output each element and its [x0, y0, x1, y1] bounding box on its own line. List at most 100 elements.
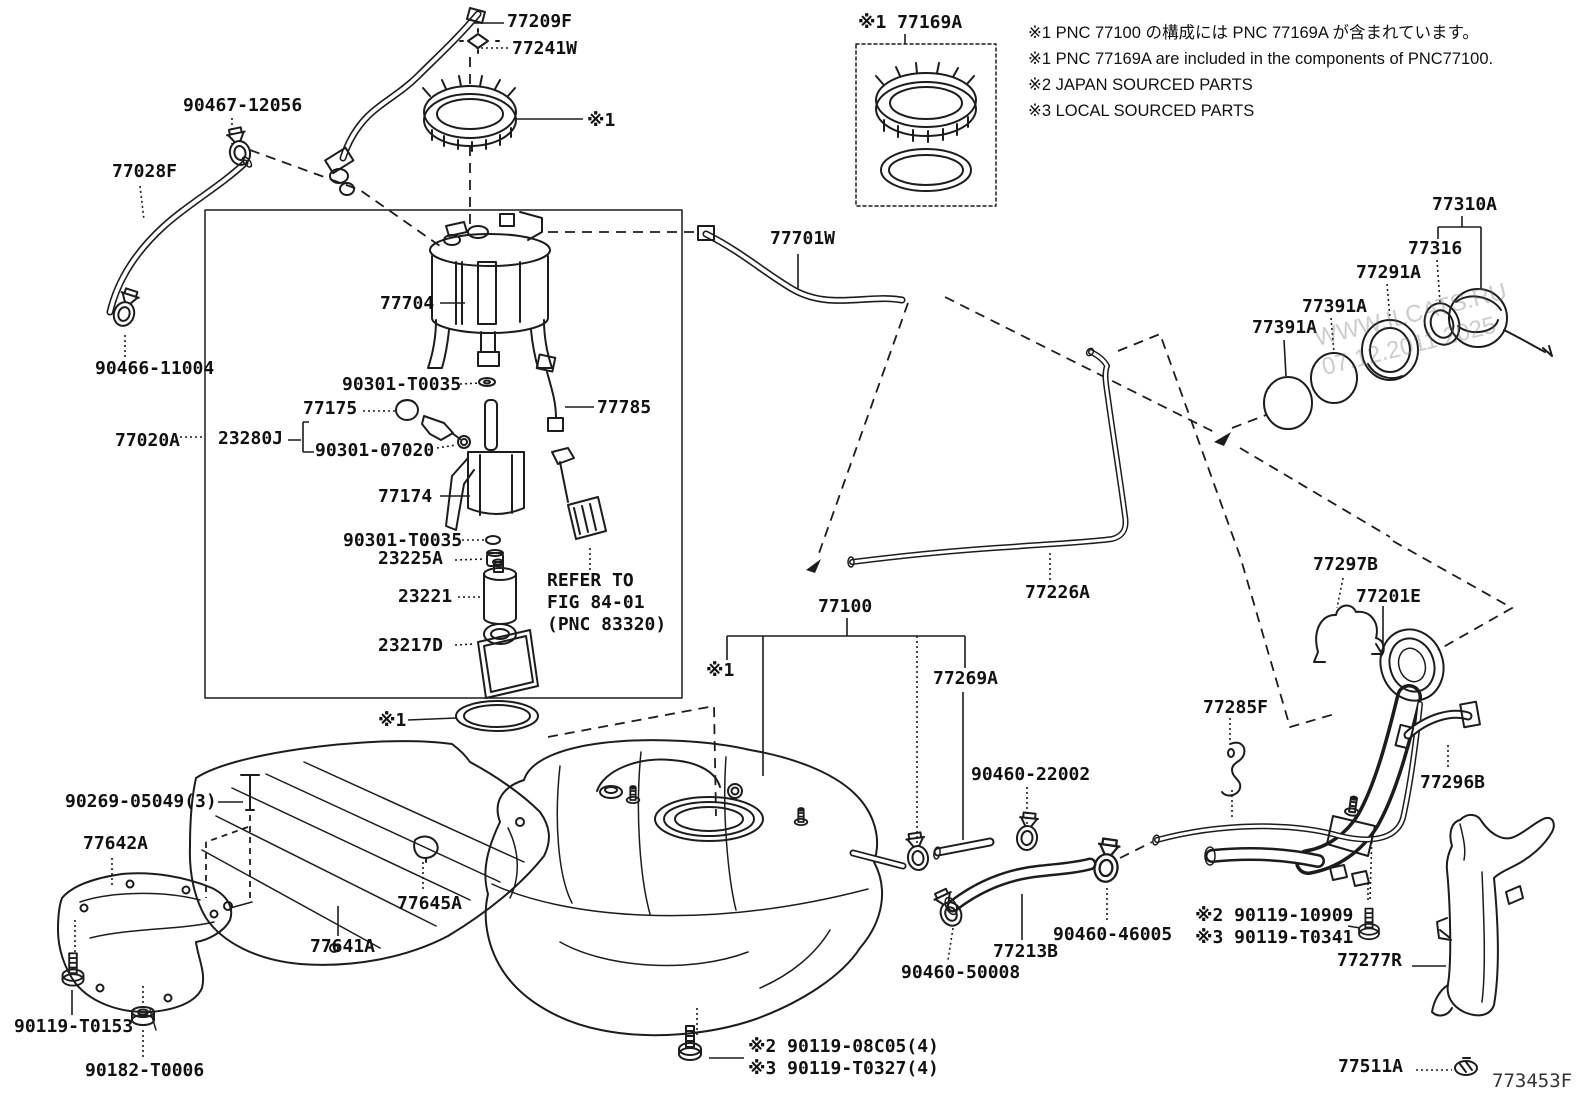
- part-label-90301-T0035-b: 90301-T0035: [343, 530, 463, 551]
- part-label-77209F: 77209F: [507, 11, 573, 32]
- part-label-star1-tank: ※1: [706, 660, 735, 681]
- part-label-77285F: 77285F: [1203, 697, 1269, 718]
- part-label-refer-note: REFER TO FIG 84-01 (PNC 83320): [547, 570, 667, 635]
- part-label-77316: 77316: [1408, 238, 1463, 259]
- pump-assembly-box: [204, 209, 683, 699]
- part-label-77310A: 77310A: [1432, 194, 1498, 215]
- grommet-77391A-1: [1310, 352, 1358, 404]
- legend-note-4: ※3 LOCAL SOURCED PARTS: [1028, 102, 1255, 120]
- legend-note-1: ※1 PNC 77100 の構成には PNC 77169A が含まれています。: [1028, 24, 1479, 42]
- tank-stud-left: [625, 785, 641, 805]
- clip-77511A: [1454, 1057, 1478, 1076]
- part-label-90182-T0006: 90182-T0006: [85, 1060, 205, 1081]
- part-label-90301-T0035-a: 90301-T0035: [342, 374, 462, 395]
- part-label-star2-90119-10909: ※2 90119-10909: [1195, 905, 1354, 926]
- legend-notes: ※1 PNC 77100 の構成には PNC 77169A が含まれています。 ※…: [1028, 20, 1493, 124]
- pin-90269-05049: [240, 774, 260, 811]
- pump-gasket-ring: [455, 700, 539, 732]
- part-label-77291A: 77291A: [1356, 262, 1422, 283]
- pump-small-parts: [395, 353, 607, 699]
- part-label-77701W: 77701W: [770, 228, 836, 249]
- part-label-77511A: 77511A: [1338, 1056, 1404, 1077]
- legend-note-2: ※1 PNC 77169A are included in the compon…: [1028, 50, 1494, 68]
- shield-77641A: [188, 740, 550, 966]
- tank-stud-right: [793, 807, 809, 827]
- clip-77241W: [459, 28, 500, 54]
- inset-strainer-and-gasket: [875, 62, 977, 192]
- filler-bracket-and-stud: [1326, 815, 1376, 887]
- pipe-77226A: [847, 347, 1129, 568]
- strainer-ring-top: [422, 75, 517, 152]
- ring-77291A: [1361, 319, 1419, 381]
- part-label-star3-90119-T0341: ※3 90119-T0341: [1195, 927, 1354, 948]
- part-label-77296B: 77296B: [1420, 772, 1486, 793]
- clip-77285F: [1221, 741, 1246, 797]
- inset-77169A-box: [855, 43, 997, 207]
- part-label-90460-46005: 90460-46005: [1053, 924, 1173, 945]
- filler-lower-hose: [1204, 846, 1325, 868]
- part-label-star1-strainer: ※1: [587, 110, 616, 131]
- part-label-23221: 23221: [398, 586, 453, 607]
- bolt-90119-T0153: [61, 952, 85, 987]
- breather-pipe-along-filler: [1152, 701, 1423, 846]
- pump-module-77704: [427, 211, 553, 369]
- part-label-23217D: 23217D: [378, 635, 444, 656]
- part-label-star1-gasket: ※1: [378, 710, 407, 731]
- clip-77645A: [413, 835, 439, 863]
- part-label-77100: 77100: [818, 596, 873, 617]
- install-dashed-lines: [249, 57, 1514, 859]
- gasket-77316: [1423, 302, 1461, 346]
- hose-77701W: [697, 225, 906, 304]
- screw-90119-10909: [1358, 907, 1380, 941]
- part-label-77277R: 77277R: [1337, 950, 1403, 971]
- clamp-90460-46005: [1091, 836, 1123, 885]
- part-label-77169A: ※1 77169A: [858, 12, 963, 33]
- part-label-77642A: 77642A: [83, 833, 149, 854]
- part-label-77201E: 77201E: [1356, 586, 1422, 607]
- part-label-77645A: 77645A: [397, 893, 463, 914]
- nut-90182-T0006: [131, 1006, 155, 1026]
- cap-77310A: [1448, 288, 1553, 357]
- tank-breather-stub: [849, 849, 907, 870]
- filler-pipe-77201E: [1295, 628, 1445, 875]
- part-label-90460-50008: 90460-50008: [901, 962, 1021, 983]
- shield-77642A: [57, 872, 253, 1031]
- part-label-77226A: 77226A: [1025, 582, 1091, 603]
- clamp-90460-22002: [1014, 811, 1041, 852]
- part-label-77269A: 77269A: [933, 668, 999, 689]
- pin-install-dashed: [205, 815, 251, 898]
- part-label-90269-05049: 90269-05049(3): [65, 791, 217, 812]
- part-label-77785: 77785: [597, 397, 652, 418]
- part-label-fig-code: 773453F: [1492, 1070, 1573, 1092]
- clamp-77297B: [1313, 604, 1385, 663]
- install-arrows: [806, 432, 1231, 573]
- part-label-90466-11004: 90466-11004: [95, 358, 215, 379]
- clamp-90467-12056: [224, 125, 254, 168]
- part-label-77175: 77175: [303, 398, 358, 419]
- part-label-77391A-2: 77391A: [1252, 317, 1318, 338]
- part-label-77020A: 77020A: [115, 430, 181, 451]
- part-label-star3-90119-T0327: ※3 90119-T0327(4): [748, 1058, 939, 1079]
- filler-stud: [1343, 794, 1363, 818]
- part-label-77174: 77174: [378, 486, 433, 507]
- part-label-77297B: 77297B: [1313, 554, 1379, 575]
- tank-drain-bolt: [678, 1025, 702, 1061]
- part-label-77391A-1: 77391A: [1302, 296, 1368, 317]
- part-label-90119-T0153: 90119-T0153: [14, 1016, 134, 1037]
- protector-77277R: [1431, 814, 1555, 1017]
- part-label-77704: 77704: [380, 293, 435, 314]
- part-label-23280J: 23280J: [218, 428, 284, 449]
- pipe-77269A-joint: [933, 837, 995, 860]
- fuel-tank-77100: [484, 739, 884, 1037]
- hose-77209F: [324, 7, 486, 196]
- part-label-star2-90119-08C05: ※2 90119-08C05(4): [748, 1036, 939, 1057]
- part-label-77641A: 77641A: [310, 936, 376, 957]
- grommet-77391A-2: [1263, 376, 1313, 430]
- support-77296B: [1394, 700, 1481, 750]
- part-label-90460-22002: 90460-22002: [971, 764, 1091, 785]
- clamp-tank-stub: [903, 830, 931, 873]
- leader-lines: [71, 22, 1482, 1059]
- hose-77213B: [944, 857, 1097, 916]
